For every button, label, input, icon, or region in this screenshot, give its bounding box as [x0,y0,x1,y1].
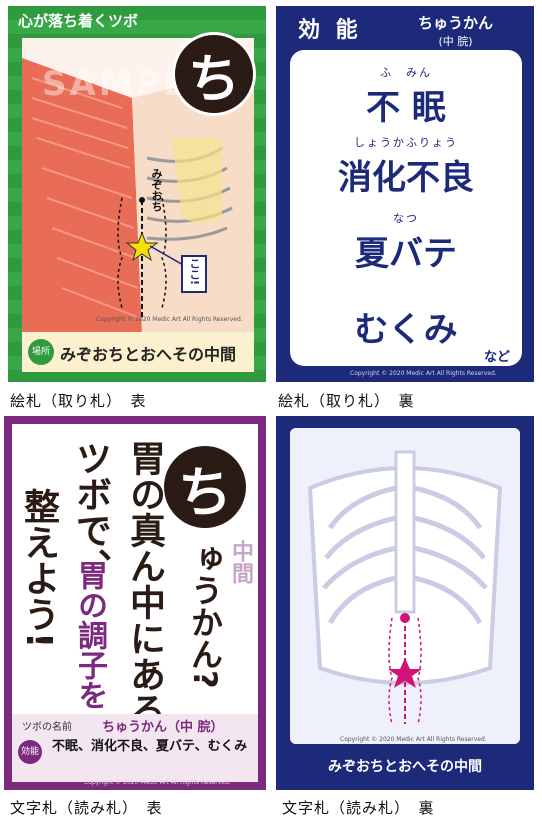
reading-line-3: 整えよう! [18,488,59,649]
nado-label: など [483,350,510,365]
caption-reading-front: 文字札（読み札） 表 [10,799,163,817]
card-title: 心が落ち着くツボ [18,12,139,30]
effect-3: なつ 夏バテ [290,210,522,275]
effect-2: しょうかふりょう 消化不良 [290,134,522,199]
place-text: みぞおちとおへその中間 [60,345,237,364]
copyright: Copyright © 2020 Medic Art All Rights Re… [340,736,487,743]
reading-card-back: Copyright © 2020 Medic Art All Rights Re… [276,416,534,790]
caption-reading-back: 文字札（読み札） 裏 [282,799,435,817]
copyright: Copyright © 2020 Medic Art All Rights Re… [350,370,497,377]
caption-picture-back: 絵札（取り札） 裏 [278,392,415,410]
ribcage-illustration [290,428,520,744]
effects-panel: ふ みん 不 眠 しょうかふりょう 消化不良 なつ 夏バテ むくみ など [290,50,522,366]
torso-muscle-illustration [22,38,254,332]
place-bar: 場所 みぞおちとおへその中間 [22,332,254,372]
tsubo-name: ちゅうかん (中 脘) [418,12,493,49]
effects-badge: 効能 [18,740,42,764]
side-reading: ゅうかん? [186,542,224,689]
effect-3-ruby: なつ [393,212,419,225]
side-kanji: 中間 [228,540,253,584]
effect-1-ruby: ふ みん [380,66,432,79]
effect-3-text: 夏バテ [355,234,457,274]
tsubo-name-kanji: (中 脘) [438,35,473,48]
point-label: みぞおち [150,168,163,212]
picture-card-front: 心が落ち着くツボ みぞおち ここ! SAMPLE Cop [8,6,266,382]
skeleton-panel [290,428,520,744]
info-bar: ツボの名前 ちゅうかん（中 脘） 効能 不眠、消化不良、夏バテ、むくみ [12,714,258,782]
copyright: Copyright © 2020 Medic Art All Rights Re… [96,316,243,323]
place-badge: 場所 [28,339,54,365]
tsubo-name-kana: ちゅうかん [418,14,494,32]
kana-circle: ち [164,446,246,528]
reading-line-1: 胃の真ん中にある [124,440,165,728]
copyright: Copyright © 2020 Medic Art All Rights Re… [84,779,231,786]
effect-1-text: 不 眠 [366,88,446,128]
effect-1: ふ みん 不 眠 [290,64,522,129]
effect-4-text: むくみ [354,310,458,350]
kana-circle: ち [172,32,256,116]
place-text: みぞおちとおへその中間 [328,759,482,775]
reading-line-4: 胃の調子を [72,560,107,710]
effect-2-ruby: しょうかふりょう [354,136,458,149]
reading-card-front: ち 胃の真ん中にある ツボで、 整えよう! 胃の調子を 中間 ゅうかん? ツボの… [4,416,266,790]
effect-4: むくみ [290,302,522,351]
effects-text: 不眠、消化不良、夏バテ、むくみ [52,739,248,754]
tsubo-label: ツボの名前 [22,722,72,733]
caption-picture-front: 絵札（取り札） 表 [10,392,147,410]
picture-card-back: 効 能 ちゅうかん (中 脘) ふ みん 不 眠 しょうかふりょう 消化不良 な… [276,6,534,382]
effect-2-text: 消化不良 [338,158,474,198]
koko-label: ここ! [188,258,201,286]
effects-heading: 効 能 [298,18,362,43]
tsubo-name: ちゅうかん（中 脘） [102,720,224,735]
reading-line-2: ツボで、 [70,440,111,584]
